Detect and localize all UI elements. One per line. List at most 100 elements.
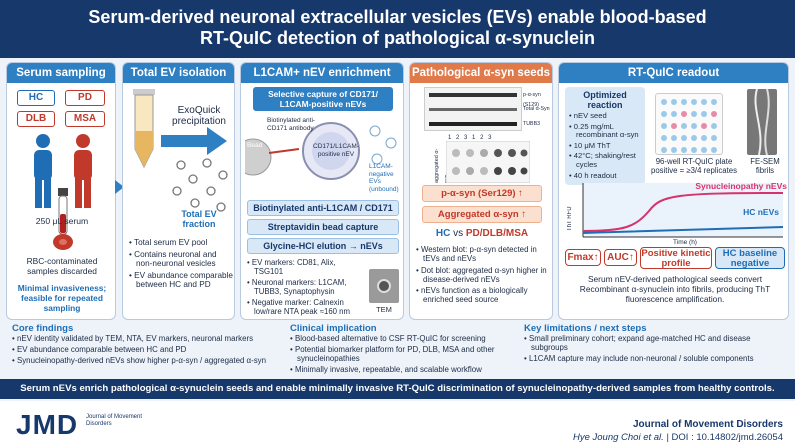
bullet: • nEV identity validated by TEM, NTA, EV… [12, 334, 254, 343]
bullet: • 0.25 mg/mL recombinant α-syn [569, 121, 639, 140]
bullet: • Contains neuronal and non-neuronal ves… [129, 249, 217, 269]
group-msa: MSA [65, 111, 105, 127]
benefit-note: Minimal invasiveness; feasible for repea… [17, 283, 107, 313]
panel-syn-seeds: Pathological α-syn seeds p-α-syn (S129) … [409, 62, 553, 320]
arrow-right-icon [115, 180, 124, 194]
panel-title: RT-QuIC readout [559, 63, 788, 83]
antibody-label: Biotinylated anti-CD171 antibody [267, 117, 316, 132]
dot-blot-image [446, 141, 530, 183]
title-line-2: RT-QuIC detection of pathological α-synu… [199, 28, 596, 48]
fibrils-icon [754, 88, 770, 156]
rtquic-kinetic-chart [582, 183, 784, 238]
bullet: • EV abundance comparable between HC and… [12, 345, 187, 354]
series-hc-curve [582, 226, 784, 234]
bullet: • 42°C; shaking/rest cycles [569, 151, 636, 169]
tem-label: TEM [376, 305, 392, 314]
chart-y-label: ThT RFU [567, 206, 573, 231]
bead-label: Bead [247, 142, 263, 149]
bullet: • 10 μM ThT [569, 140, 611, 150]
chip-hc-baseline: HC baseline negative [715, 247, 785, 269]
seed-bullets: • Western blot: p-α-syn detected in tEVs… [416, 245, 550, 307]
vesicle-micrograph [377, 279, 391, 293]
panel-rtquic: RT-QuIC readout Optimized reaction • nEV… [558, 62, 789, 320]
centrifuge-tube-icon [133, 89, 155, 169]
group-dlb: DLB [17, 111, 55, 127]
well-plate-grid [661, 99, 717, 153]
arrow-right-icon [161, 127, 227, 155]
blood-tube-icon [58, 188, 68, 235]
journal-logo: JMD [16, 409, 79, 440]
conditions-box: Optimized reaction • nEV seed • 0.25 mg/… [565, 87, 645, 185]
bullet: • Western blot: p-α-syn detected in tEVs… [416, 245, 537, 264]
serum-volume: 250 μL serum [35, 216, 89, 226]
bullet: • Blood-based alternative to CSF RT-QuIC… [290, 334, 486, 343]
blot-label: Total α-Syn [523, 106, 550, 112]
conditions-title: Optimized reaction [583, 90, 627, 110]
step-elution: Glycine-HCl elution → nEVs [247, 238, 399, 254]
discard-note: RBC-contaminated samples discarded [26, 256, 98, 276]
condition-list: • nEV seed • 0.25 mg/mL recombinant α-sy… [569, 111, 645, 182]
core-findings-title: Core findings [12, 323, 74, 334]
title-line-1: Serum-derived neuronal extracellular ves… [88, 7, 707, 27]
panel-title: L1CAM+ nEV enrichment [241, 63, 403, 83]
group-hc: HC [17, 90, 55, 106]
blot-band [429, 108, 517, 111]
bullet: • Dot blot: aggregated α-syn higher in d… [416, 265, 547, 284]
chart-x-label: Time (h) [673, 239, 697, 246]
capture-banner: Selective capture of CD171/ L1CAM-positi… [253, 87, 393, 111]
clinical-implication-title: Clinical implication [290, 323, 377, 334]
immunocapture-diagram [245, 122, 397, 180]
bullet: • Total serum EV pool [129, 238, 208, 247]
well-plate-icon [655, 93, 723, 155]
page-title: Serum-derived neuronal extracellular ves… [0, 7, 795, 49]
reagent-label: ExoQuick precipitation [172, 105, 226, 127]
bullet: • EV abundance comparable between HC and… [129, 270, 233, 290]
group-comparison: HC vs PD/DLB/MSA [435, 228, 529, 239]
group-pd: PD [65, 90, 105, 106]
doi: | DOI : 10.14802/jmd.26054 [666, 432, 783, 443]
western-blot-image [424, 87, 522, 131]
core-findings-list: • nEV identity validated by TEM, NTA, EV… [12, 334, 287, 367]
panel-ev-isolation: Total EV isolation ExoQuick precipitatio… [122, 62, 235, 320]
bullet: • L1CAM capture may include non-neuronal… [524, 354, 754, 363]
pill-aggregated-syn: Aggregated α-syn ↑ [422, 206, 542, 223]
pill-p-syn: p-α-syn (Ser129) ↑ [422, 185, 542, 202]
bullet: • EV markers: CD81, Alix, TSG101 [247, 258, 336, 276]
people-icon [34, 134, 92, 208]
blot-band [429, 93, 517, 97]
red-blood-cell-icon [53, 234, 73, 250]
limitations-list: • Small preliminary cohort; expand age-m… [524, 334, 788, 365]
vesicles-icon [172, 158, 228, 212]
chip-fmax: Fmax↑ [565, 249, 601, 266]
step-biotinylation: Biotinylated anti-L1CAM / CD171 [247, 200, 399, 216]
clinical-implication-list: • Blood-based alternative to CSF RT-QuIC… [290, 334, 514, 376]
journal-name: Journal of Movement Disorders [632, 419, 783, 430]
panel-title: Total EV isolation [123, 63, 234, 83]
title-banner [0, 0, 795, 58]
marker-bullets: • EV markers: CD81, Alix, TSG101 • Neuro… [247, 258, 365, 318]
bullet: • nEVs function as a biologically enrich… [416, 286, 528, 305]
panel-serum-sampling: Serum sampling HC PD DLB MSA 250 μL seru… [6, 62, 116, 320]
limitations-title: Key limitations / next steps [524, 323, 647, 334]
ev-isolation-bullets: • Total serum EV pool • Contains neurona… [129, 238, 233, 292]
bullet: • Potential biomarker platform for PD, D… [290, 345, 495, 363]
panel-title: Pathological α-syn seeds [410, 63, 552, 83]
sem-caption: FE-SEM fibrils [750, 157, 780, 175]
bullet: • Minimally invasive, repeatable, and sc… [290, 365, 482, 374]
bullet: • nEV seed [569, 111, 607, 120]
sem-image [747, 88, 777, 156]
bullet: • Neuronal markers: L1CAM, TUBB3, Synapt… [247, 278, 347, 296]
blot-band [429, 122, 517, 126]
chip-auc: AUC↑ [604, 249, 637, 266]
bullet: • 40 h readout [569, 170, 617, 180]
blot-label: p-α-syn (S129) [523, 92, 541, 108]
summary-banner: Serum nEVs enrich pathological α-synucle… [0, 379, 795, 399]
bullet: • Negative marker: Calnexin low/rare NTA… [247, 298, 351, 316]
panel-nev-enrichment: L1CAM+ nEV enrichment Selective capture … [240, 62, 404, 320]
citation: Hye Joung Choi et al. | DOI : 10.14802/j… [470, 432, 783, 443]
authors: Hye Joung Choi et al. [572, 432, 664, 443]
blot-label: TUBB3 [523, 121, 541, 127]
negative-ev-label: L1CAM-negative EVs (unbound) [369, 163, 399, 193]
chip-kinetic-profile: Positive kinetic profile [640, 247, 712, 269]
